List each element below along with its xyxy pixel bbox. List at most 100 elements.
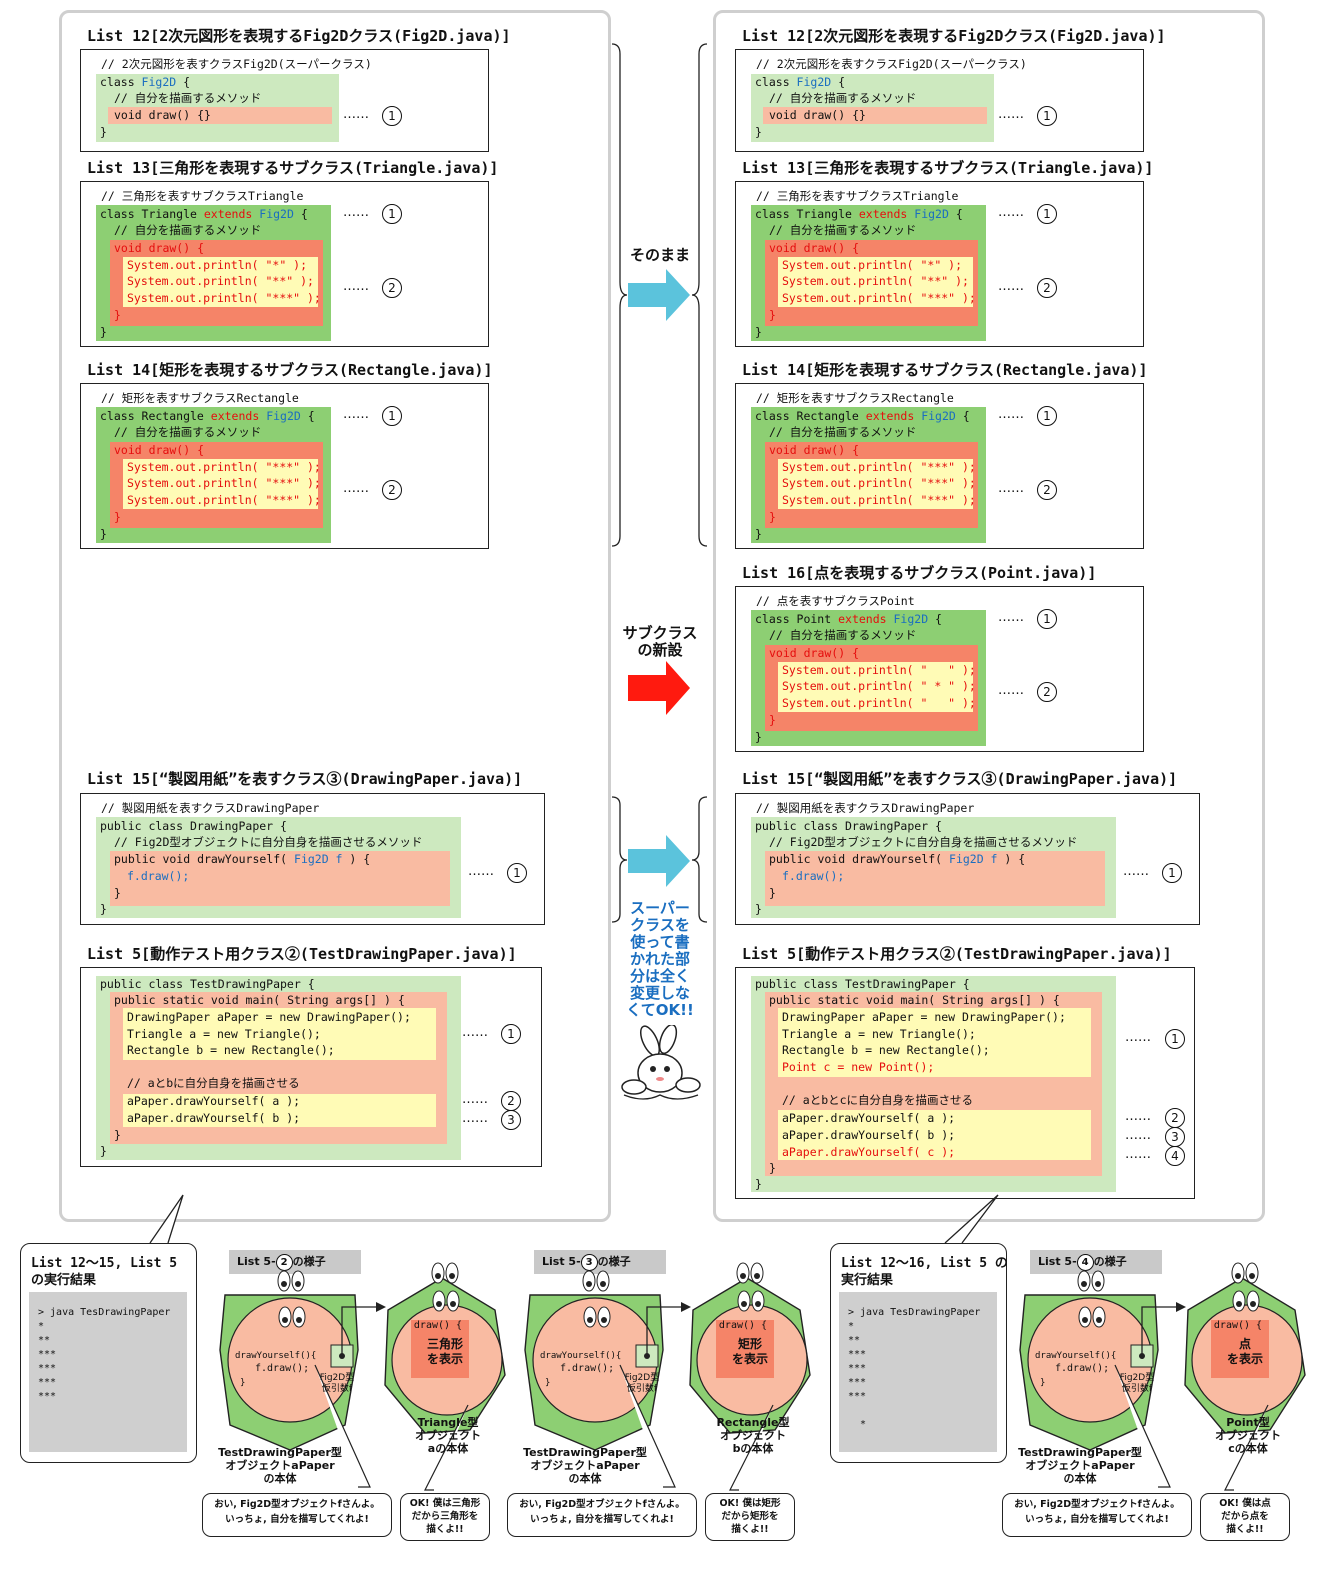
marker-1: 1 bbox=[501, 1024, 521, 1044]
list15-title: List 15[“製図用紙”を表すクラス③(DrawingPaper.java)… bbox=[742, 770, 1178, 788]
code-line: // 自分を描画するメソッド bbox=[769, 425, 917, 439]
code-line: Rectangle b = new Rectangle(); bbox=[782, 1043, 990, 1057]
list12-code: // 2次元図形を表すクラスFig2D(スーパークラス) class Fig2D… bbox=[80, 49, 489, 152]
marker-3: 3 bbox=[1165, 1127, 1185, 1147]
terminal-line: *** bbox=[38, 1391, 57, 1402]
body-block bbox=[778, 257, 973, 307]
terminal-line: *** bbox=[38, 1349, 57, 1360]
fig2d-param-label: Fig2D型 仮引数f bbox=[1119, 1373, 1155, 1394]
terminal-line: * bbox=[848, 1321, 855, 1332]
body-block bbox=[123, 1008, 436, 1060]
marker-4: 4 bbox=[1165, 1146, 1185, 1166]
code-line: void draw() { bbox=[114, 241, 205, 255]
terminal-line: * bbox=[38, 1321, 45, 1332]
terminal-output: > java TesDrawingPaper * ** *** *** *** … bbox=[29, 1292, 187, 1452]
method-box bbox=[411, 1320, 469, 1378]
list16-code: // 点を表すサブクラスPoint class Point extends Fi… bbox=[735, 586, 1144, 752]
code-line: System.out.println( "***" ); bbox=[127, 291, 321, 305]
list13-title: List 13[三角形を表現するサブクラス(Triangle.java)] bbox=[87, 159, 499, 177]
list5-title: List 5[動作テスト用クラス②(TestDrawingPaper.java)… bbox=[742, 945, 1172, 963]
label-same: そのまま bbox=[629, 246, 690, 264]
code-line: } bbox=[755, 730, 762, 744]
code-line: } bbox=[755, 125, 762, 139]
code-comment: // 点を表すサブクラスPoint bbox=[756, 594, 915, 608]
code-line: class Fig2D { bbox=[100, 75, 191, 89]
code-line: public void drawYourself( Fig2D f ) { bbox=[114, 852, 371, 866]
list14-code: // 矩形を表すサブクラスRectangle class Rectangle e… bbox=[80, 383, 489, 549]
code-line: aPaper.drawYourself( b ); bbox=[782, 1128, 956, 1142]
marker-1: 1 bbox=[382, 204, 402, 224]
code-line: } bbox=[769, 886, 776, 900]
code-line: // 自分を描画するメソッド bbox=[769, 223, 917, 237]
marker-1: 1 bbox=[1037, 204, 1057, 224]
speech-tail bbox=[1224, 1404, 1269, 1491]
code-line: System.out.println( "*" ); bbox=[782, 258, 963, 272]
code-line: void draw() { bbox=[769, 646, 860, 660]
label-line: サブクラス bbox=[622, 624, 698, 642]
code-line: class Rectangle extends Fig2D { bbox=[755, 409, 970, 423]
marker-2: 2 bbox=[501, 1091, 521, 1111]
label-line: の新設 bbox=[637, 641, 683, 659]
code-line: Triangle a = new Triangle(); bbox=[782, 1027, 976, 1041]
marker-dots: …… bbox=[998, 481, 1024, 496]
marker-dots: …… bbox=[998, 610, 1024, 625]
body-block bbox=[123, 459, 318, 509]
code-line: aPaper.drawYourself( a ); bbox=[127, 1094, 301, 1108]
marker-1: 1 bbox=[1037, 406, 1057, 426]
code-line: class Triangle extends Fig2D { bbox=[100, 207, 308, 221]
terminal-line: *** bbox=[848, 1363, 867, 1374]
method-box bbox=[716, 1320, 774, 1378]
label-new-subclass: サブクラス の新設 bbox=[605, 625, 715, 659]
result-title: 実行結果 bbox=[841, 1273, 894, 1288]
object-label: Rectangle型 オブジェクト bの本体 bbox=[716, 1416, 790, 1455]
dy-line: f.draw(); bbox=[1055, 1363, 1110, 1374]
code-line: System.out.println( " " ); bbox=[782, 663, 976, 677]
show-label: 点 を表示 bbox=[1226, 1337, 1263, 1366]
object-scene-graphic bbox=[524, 1262, 811, 1491]
code-line: System.out.println( "***" ); bbox=[782, 291, 976, 305]
speech-aPaper: おい, Fig2D型オブジェクトfさんよ。 いっちょ, 自分を描写してくれよ! bbox=[1002, 1493, 1192, 1537]
code-comment: // 製図用紙を表すクラスDrawingPaper bbox=[101, 801, 320, 815]
marker-dots: …… bbox=[998, 279, 1024, 294]
terminal-output: > java TesDrawingPaper * ** *** *** *** … bbox=[839, 1292, 997, 1452]
note-line: 使って書 bbox=[630, 933, 690, 951]
list12-title: List 12[2次元図形を表現するFig2Dクラス(Fig2D.java)] bbox=[742, 27, 1166, 45]
result-title: List 12〜15, List 5 bbox=[31, 1256, 178, 1271]
code-comment: // 製図用紙を表すクラスDrawingPaper bbox=[756, 801, 975, 815]
code-line: System.out.println( "**" ); bbox=[782, 274, 969, 288]
code-line: f.draw(); bbox=[782, 869, 845, 883]
marker-2: 2 bbox=[1037, 480, 1057, 500]
show-label: 矩形 を表示 bbox=[731, 1337, 768, 1366]
code-comment: // 三角形を表すサブクラスTriangle bbox=[756, 189, 959, 203]
code-line: } bbox=[100, 325, 107, 339]
terminal-line: *** bbox=[38, 1377, 57, 1388]
speech-tail bbox=[729, 1404, 774, 1491]
note-line: 変更しな bbox=[629, 984, 690, 1002]
object-scene-graphic bbox=[219, 1262, 506, 1491]
speech-tail bbox=[314, 1364, 371, 1488]
code-line: // 自分を描画するメソッド bbox=[114, 425, 262, 439]
code-line: } bbox=[100, 125, 107, 139]
code-line: void draw() {} bbox=[769, 108, 866, 122]
dy-line: drawYourself(){ bbox=[540, 1351, 622, 1361]
fig2d-param-label: Fig2D型 仮引数f bbox=[319, 1373, 355, 1394]
result-callout-2: List 12〜16, List 5 の 実行結果 > java TesDraw… bbox=[830, 1243, 1008, 1463]
code-line: aPaper.drawYourself( a ); bbox=[782, 1111, 956, 1125]
arrow-cyan bbox=[628, 835, 690, 887]
list12-code: // 2次元図形を表すクラスFig2D(スーパークラス) class Fig2D… bbox=[735, 49, 1144, 152]
code-line: DrawingPaper aPaper = new DrawingPaper()… bbox=[782, 1010, 1066, 1024]
code-line: } bbox=[755, 325, 762, 339]
code-line: System.out.println( " * " ); bbox=[782, 679, 976, 693]
method-block bbox=[110, 851, 450, 906]
dy-line: f.draw(); bbox=[560, 1363, 615, 1374]
body-block bbox=[778, 1110, 1091, 1160]
code-line: } bbox=[755, 1177, 762, 1191]
code-line: public void drawYourself( Fig2D f ) { bbox=[769, 852, 1026, 866]
code-line: System.out.println( "*" ); bbox=[127, 258, 308, 272]
code-line: } bbox=[114, 886, 121, 900]
terminal-line: ** bbox=[38, 1335, 51, 1346]
code-line: DrawingPaper aPaper = new DrawingPaper()… bbox=[127, 1010, 411, 1024]
